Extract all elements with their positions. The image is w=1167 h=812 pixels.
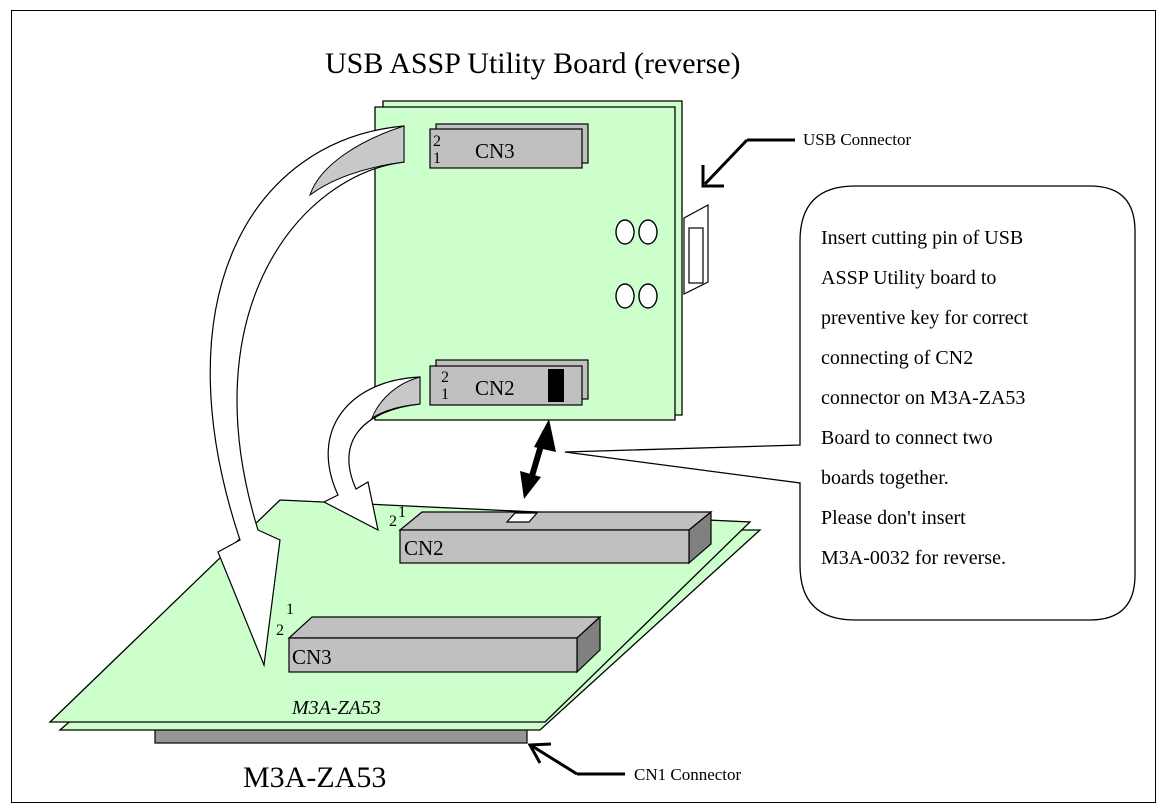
bottom-cn3-pin-2: 2 [276,622,284,639]
usb-connector [683,203,709,295]
bottom-board-silk-label: M3A-ZA53 [291,697,381,719]
usb-connector-pointer: USB Connector [701,130,911,188]
callout-balloon: Insert cutting pin of USB ASSP Utility b… [564,185,1136,621]
callout-line: boards together. [821,467,949,489]
callout-line: connecting of CN2 [821,347,973,369]
pointer-arrow-icon [701,165,724,188]
bottom-board-caption: M3A-ZA53 [243,761,386,794]
bottom-cn2-connector: CN2 2 1 [389,504,713,565]
usb-connector-label: USB Connector [803,130,911,149]
cn1-connector-pointer: CN1 Connector [527,742,742,784]
pointer-arrow-icon [527,742,552,764]
callout-line: M3A-0032 for reverse. [821,547,1006,569]
callout-line: preventive key for correct [821,307,1029,329]
top-cn2-pin-1: 1 [441,386,449,403]
top-board: CN3 2 1 CN2 2 1 [374,100,709,421]
callout-line: ASSP Utility board to [821,267,996,289]
preventive-key-slot [505,512,539,523]
bottom-cn2-pin-2: 2 [389,513,397,530]
top-cn2-pin-2: 2 [441,369,449,386]
callout-line: Insert cutting pin of USB [821,227,1023,249]
cn1-connector-label: CN1 Connector [634,765,742,784]
diagram-title: USB ASSP Utility Board (reverse) [325,47,741,80]
bottom-cn3-pin-1: 1 [286,601,294,618]
bottom-cn3-label: CN3 [292,645,332,669]
bottom-cn2-label: CN2 [404,536,444,560]
top-cn3-pin-2: 2 [433,133,441,150]
cutting-pin-key [548,369,564,402]
bottom-cn3-connector: CN3 2 1 [276,601,602,674]
curved-arrow-icon-cn3 [209,125,405,668]
bottom-cn2-pin-1: 1 [398,504,406,521]
curved-arrow-icon-cn2 [322,376,421,532]
callout-line: Board to connect two [821,427,993,449]
top-cn3-label: CN3 [475,139,515,163]
callout-line: connector on M3A-ZA53 [821,387,1025,409]
top-cn3-connector: CN3 2 1 [429,123,589,169]
top-cn3-pin-1: 1 [433,150,441,167]
top-board-body [374,106,676,421]
top-cn2-connector: CN2 2 1 [429,359,589,406]
callout-text: Insert cutting pin of USB ASSP Utility b… [821,227,1029,569]
callout-line: Please don't insert [821,507,966,529]
double-headed-arrow-icon [520,419,556,499]
board-leds [615,219,658,309]
top-cn2-label: CN2 [475,376,515,400]
